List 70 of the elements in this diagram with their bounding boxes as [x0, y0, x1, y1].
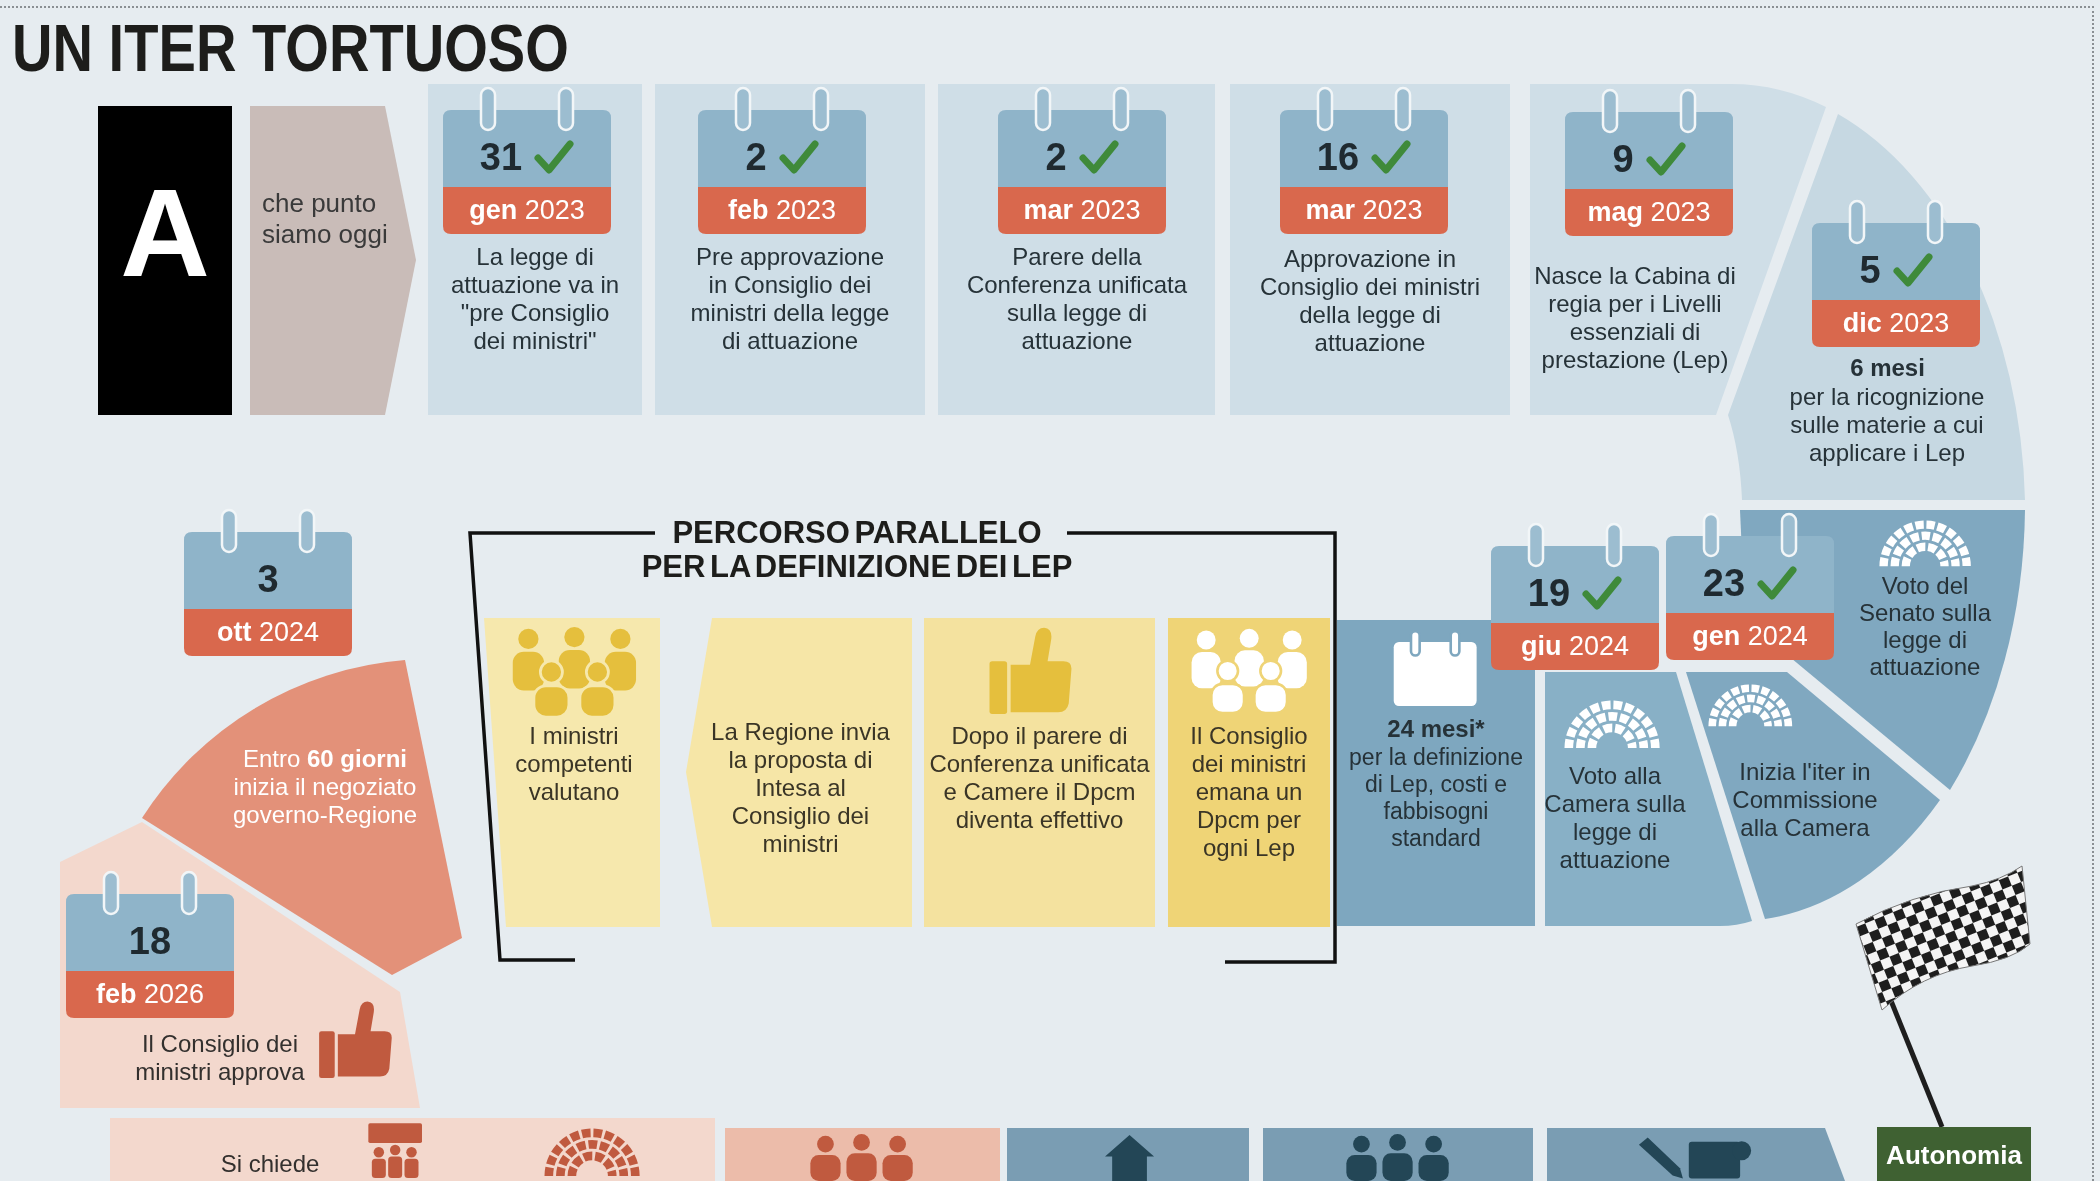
calendar-day: 18	[128, 919, 172, 963]
calendar-month: mar 2023	[1305, 195, 1423, 225]
step-panel	[110, 1118, 715, 1181]
calendar	[1666, 512, 1834, 660]
step-text: Si chiede	[220, 1150, 320, 1177]
chevron-panel	[250, 106, 416, 415]
group-heading: PERCORSO PARALLELO PER LA DEFINIZIONE DEI LEP	[641, 515, 1073, 584]
step-panel	[938, 84, 1215, 415]
step-panel	[924, 618, 1155, 927]
calendar	[1280, 86, 1448, 234]
calendar-day: 2	[745, 135, 767, 179]
step-panel	[428, 84, 642, 415]
calendar-day: 3	[257, 557, 279, 601]
calendar-month: giu 2024	[1520, 631, 1630, 661]
calendar-month: gen 2024	[1692, 621, 1808, 651]
calendar-day: 2	[1045, 135, 1067, 179]
calendar-month: dic 2023	[1842, 308, 1950, 338]
step-heading: 24 mesi*	[1387, 715, 1485, 742]
segment-text: Inizia l'iter in Commissione alla Camera	[1732, 758, 1878, 841]
step-panel	[686, 618, 912, 927]
calendar-month: ott 2024	[216, 617, 320, 647]
step-panel	[655, 84, 925, 415]
calendar-month: mar 2023	[1023, 195, 1141, 225]
step-text: La Regione invia la proposta di Intesa al Consiglio dei ministri	[711, 718, 890, 857]
step-panel	[1230, 84, 1510, 415]
calendar	[998, 86, 1166, 234]
calendar	[443, 86, 611, 234]
calendar-month: feb 2023	[727, 195, 837, 225]
title: UN ITER TORTUOSO	[12, 10, 569, 86]
calendar-day: 31	[479, 135, 523, 179]
step-text: Pre approvazione in Consiglio dei ministri della legge di attuazione	[690, 243, 890, 354]
chevron-text: che punto siamo oggi	[262, 188, 388, 249]
calendar	[1812, 199, 1980, 347]
calendar	[184, 508, 352, 656]
step-panel	[1877, 1127, 2031, 1181]
segment-text: Nasce la Cabina di regia per i Livelli essenziali di prestazione (Lep)	[1534, 262, 1736, 373]
calendar-day: 5	[1859, 248, 1881, 292]
step-panel	[725, 1128, 1000, 1181]
calendar-day: 19	[1527, 571, 1571, 615]
section-letter: A	[120, 164, 210, 302]
segment-text: per la ricognizione sulle materie a cui applicare i Lep	[1789, 383, 1985, 466]
calendar-month: mag 2023	[1587, 197, 1711, 227]
step-text: Autonomia	[1886, 1140, 2022, 1170]
calendar	[66, 870, 234, 1018]
step-panel	[484, 618, 660, 927]
calendar-day: 16	[1316, 135, 1360, 179]
calendar	[1491, 522, 1659, 670]
calendar	[698, 86, 866, 234]
calendar-day: 23	[1702, 561, 1746, 605]
step-text: per la definizione di Lep, costi e fabbisogni standard	[1349, 744, 1523, 851]
step-panel	[1547, 1128, 1845, 1181]
step-panel	[1263, 1128, 1533, 1181]
step-text: Parere della Conferenza unificata sulla legge di attuazione	[966, 243, 1188, 354]
calendar-day: 9	[1612, 137, 1634, 181]
segment-heading: 6 mesi	[1850, 354, 1925, 381]
calendar-month: feb 2026	[95, 979, 205, 1009]
segment-text: Voto alla Camera sulla legge di attuazione	[1544, 762, 1686, 873]
step-text: Il Consiglio dei ministri emana un Dpcm per ogni Lep	[1190, 722, 1308, 861]
step-panel	[1007, 1128, 1249, 1181]
step-panel	[1168, 618, 1330, 927]
calendar	[1565, 88, 1733, 236]
segment-text: Il Consiglio dei ministri approva	[135, 1030, 305, 1085]
step-text: Dopo il parere di Conferenza unificata e Camere il Dpcm diventa effettivo	[929, 722, 1150, 833]
segment-text: Entro 60 giorni inizia il negoziato governo-Regione	[232, 745, 418, 828]
step-text: I ministri competenti valutano	[515, 722, 633, 805]
segment-text: Voto del Senato sulla legge di attuazione	[1858, 572, 1992, 680]
calendar-month: gen 2023	[469, 195, 585, 225]
letter-panel	[98, 106, 232, 415]
step-text: Approvazione in Consiglio dei ministri della legge di attuazione	[1259, 245, 1481, 356]
step-text: La legge di attuazione va in "pre Consiglio dei ministri"	[450, 243, 620, 354]
